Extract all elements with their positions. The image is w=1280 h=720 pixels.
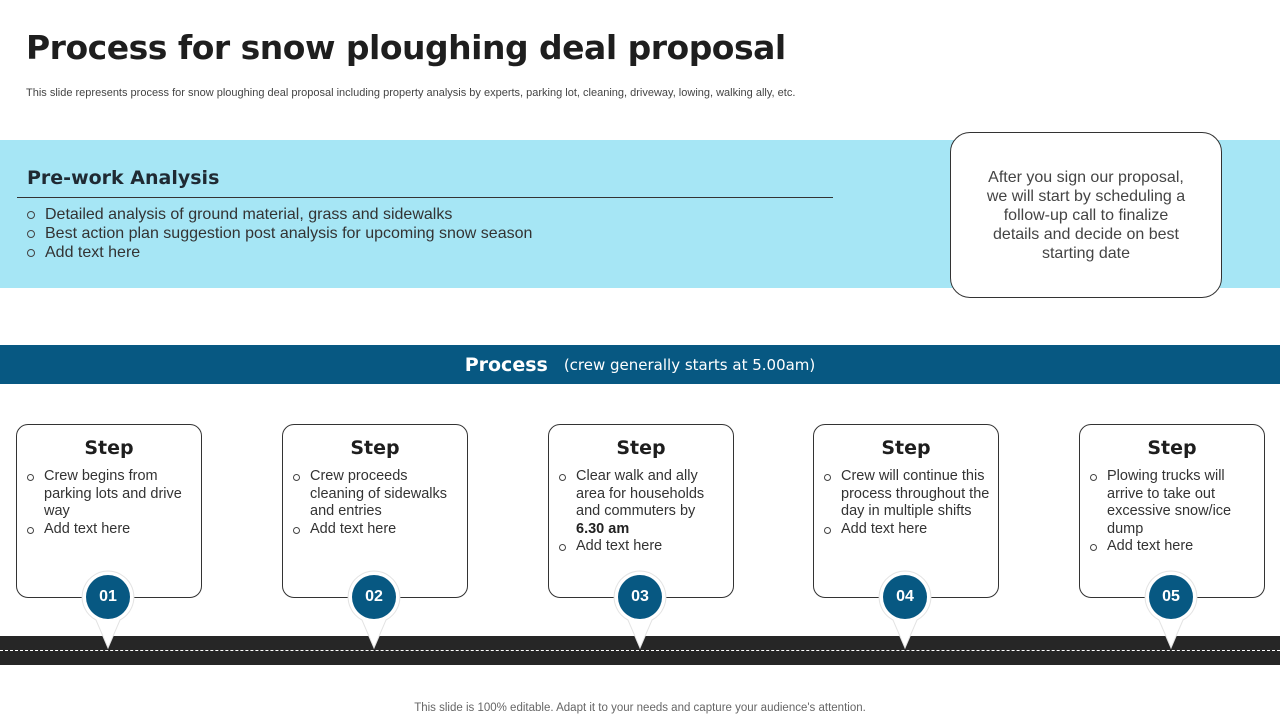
list-item-text: Add text here (44, 520, 131, 537)
step-marker-4: 04 (877, 570, 933, 650)
process-title: Process (464, 353, 548, 376)
list-item: Crew proceeds cleaning of sidewalks and … (293, 468, 461, 521)
bullet-circle-icon (27, 248, 35, 257)
list-item-text: Detailed analysis of ground material, gr… (45, 206, 453, 223)
step-list: Crew begins from parking lots and drive … (27, 468, 195, 538)
step-number-badge: 02 (352, 575, 396, 619)
proposal-callout: After you sign our proposal, we will sta… (950, 132, 1222, 298)
bullet-circle-icon (824, 526, 831, 534)
list-item: Clear walk and ally area for households … (559, 468, 727, 538)
list-item: Add text here (559, 538, 727, 556)
list-item-text-main: Clear walk and ally area for households … (576, 468, 705, 520)
list-item: Detailed analysis of ground material, gr… (27, 205, 532, 224)
step-title: Step (84, 437, 134, 459)
list-item: Crew begins from parking lots and drive … (27, 468, 195, 521)
bullet-circle-icon (559, 474, 566, 481)
list-item-text: Add text here (310, 520, 397, 537)
callout-text: After you sign our proposal, we will sta… (986, 168, 1186, 262)
step-list: Clear walk and ally area for households … (559, 468, 727, 556)
page-title: Process for snow ploughing deal proposal (26, 28, 786, 67)
list-item: Add text here (1090, 538, 1258, 556)
list-item: Add text here (293, 521, 461, 539)
step-list: Crew proceeds cleaning of sidewalks and … (293, 468, 461, 538)
bullet-circle-icon (293, 474, 300, 481)
step-card-4: Step Crew will continue this process thr… (813, 424, 999, 598)
list-item: Add text here (27, 521, 195, 539)
step-title: Step (616, 437, 666, 459)
list-item-text: Crew begins from parking lots and drive … (44, 468, 182, 520)
page-subtitle: This slide represents process for snow p… (26, 87, 796, 99)
list-item: Add text here (27, 243, 532, 262)
process-note: (crew generally starts at 5.00am) (563, 355, 816, 374)
footer-note: This slide is 100% editable. Adapt it to… (414, 702, 866, 714)
process-bar: Process (crew generally starts at 5.00am… (0, 345, 1280, 384)
step-card-5: Step Plowing trucks will arrive to take … (1079, 424, 1265, 598)
bullet-circle-icon (27, 229, 35, 238)
bullet-circle-icon (824, 474, 831, 481)
step-list: Plowing trucks will arrive to take out e… (1090, 468, 1258, 556)
list-item-text: Best action plan suggestion post analysi… (45, 225, 533, 242)
step-marker-2: 02 (346, 570, 402, 650)
bullet-circle-icon (27, 210, 35, 219)
bullet-circle-icon (293, 526, 300, 534)
list-item-text: Plowing trucks will arrive to take out e… (1107, 468, 1232, 537)
list-item: Plowing trucks will arrive to take out e… (1090, 468, 1258, 538)
bullet-circle-icon (559, 544, 566, 552)
pre-work-list: Detailed analysis of ground material, gr… (27, 205, 532, 262)
list-item-text: Crew will continue this process througho… (841, 468, 990, 520)
step-time-emphasis: 6.30 am (576, 520, 630, 537)
list-item: Crew will continue this process througho… (824, 468, 992, 521)
pre-work-divider (17, 197, 833, 198)
list-item-text: Add text here (841, 520, 928, 537)
pre-work-heading: Pre-work Analysis (27, 167, 220, 189)
list-item-text: Clear walk and ally area for households … (576, 468, 727, 538)
list-item-text: Add text here (45, 244, 141, 261)
step-number-badge: 04 (883, 575, 927, 619)
list-item: Best action plan suggestion post analysi… (27, 224, 532, 243)
step-number-badge: 05 (1149, 575, 1193, 619)
step-marker-1: 01 (80, 570, 136, 650)
step-number-badge: 01 (86, 575, 130, 619)
step-title: Step (1147, 437, 1197, 459)
list-item-text: Add text here (1107, 538, 1194, 555)
list-item-text: Crew proceeds cleaning of sidewalks and … (310, 468, 448, 520)
step-title: Step (350, 437, 400, 459)
list-item: Add text here (824, 521, 992, 539)
step-list: Crew will continue this process througho… (824, 468, 992, 538)
step-card-3: Step Clear walk and ally area for househ… (548, 424, 734, 598)
road-dashed-line (0, 650, 1280, 651)
bullet-circle-icon (1090, 474, 1097, 481)
step-marker-3: 03 (612, 570, 668, 650)
list-item-text: Add text here (576, 538, 663, 555)
bullet-circle-icon (27, 474, 34, 481)
step-marker-5: 05 (1143, 570, 1199, 650)
step-card-2: Step Crew proceeds cleaning of sidewalks… (282, 424, 468, 598)
bullet-circle-icon (27, 526, 34, 534)
step-number-badge: 03 (618, 575, 662, 619)
bullet-circle-icon (1090, 544, 1097, 552)
step-title: Step (881, 437, 931, 459)
